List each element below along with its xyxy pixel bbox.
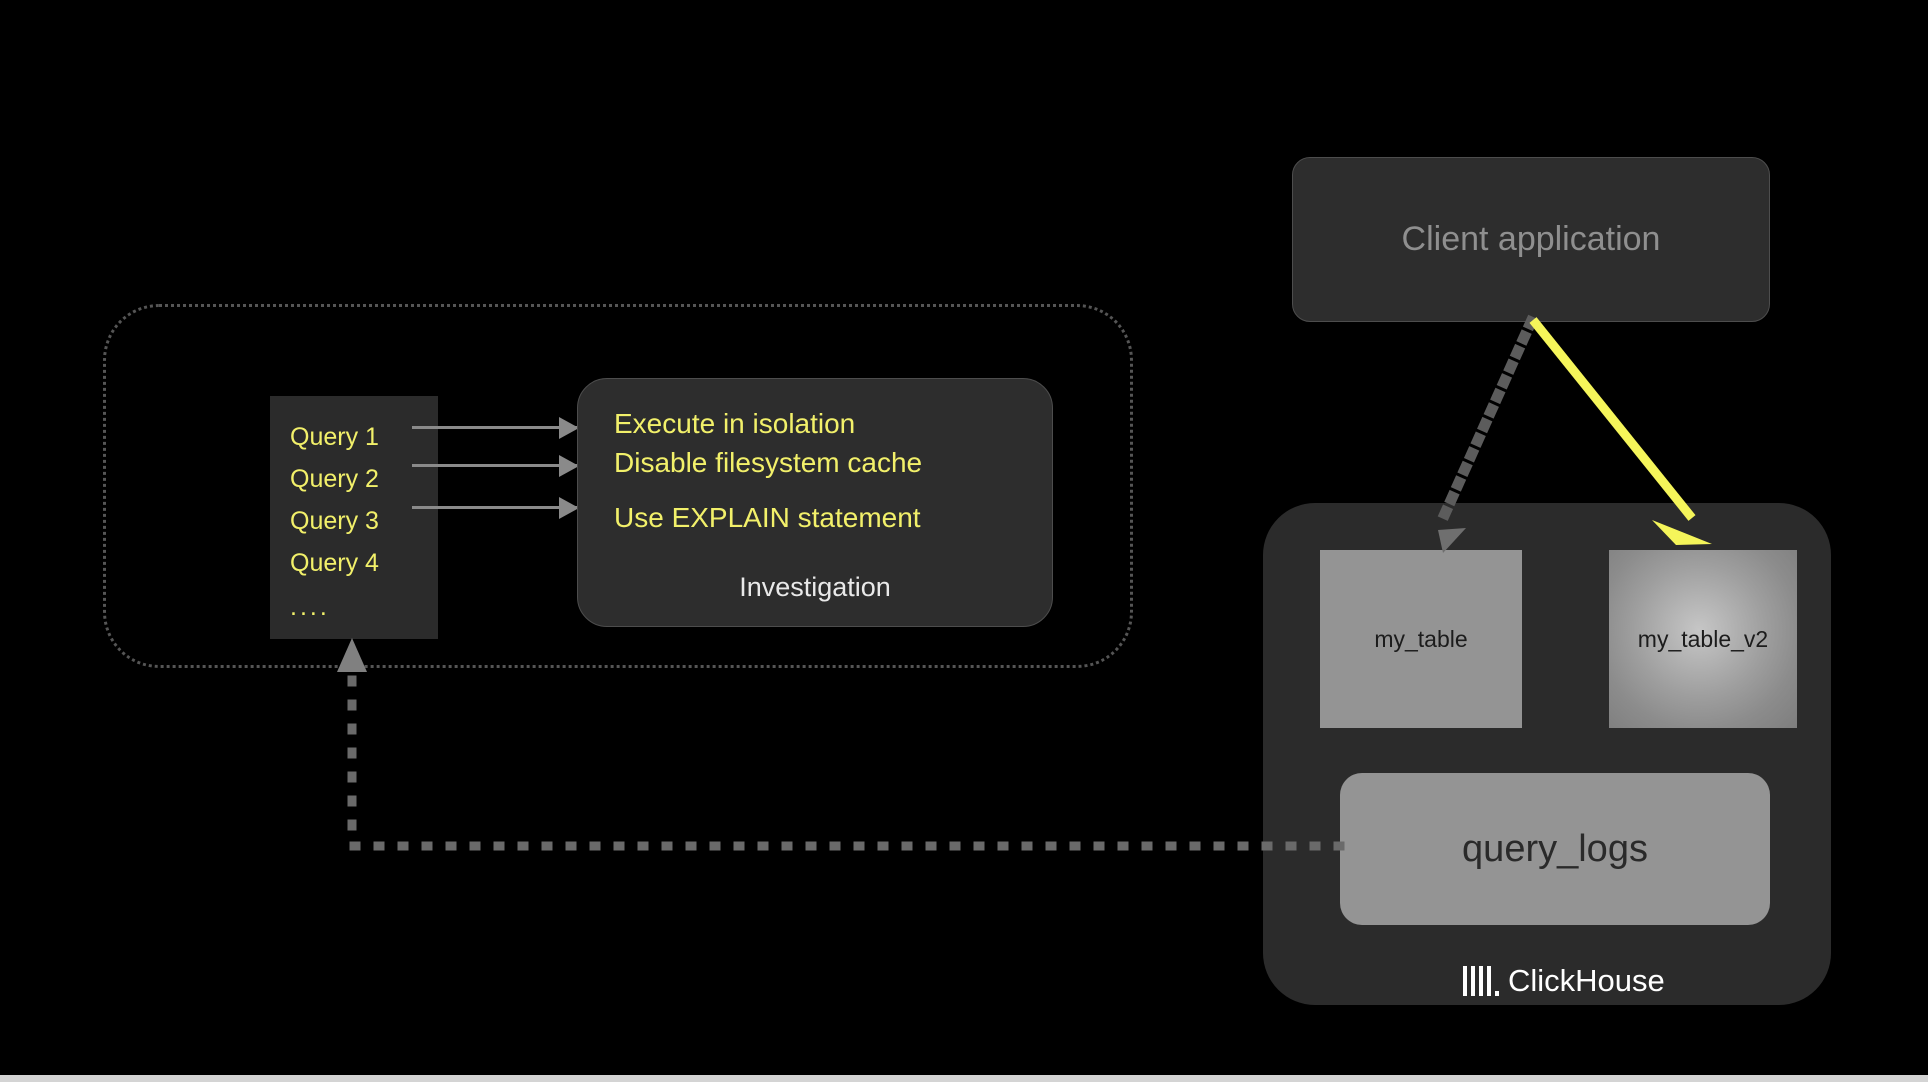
query-list-box: Query 1 Query 2 Query 3 Query 4 ....	[270, 396, 438, 639]
query-list-item: Query 3	[290, 507, 379, 535]
bottom-strip	[0, 1075, 1928, 1082]
arrow-query-logs-to-query-list	[337, 638, 1345, 851]
clickhouse-bars-icon	[1463, 966, 1499, 996]
query-logs-label: query_logs	[1462, 827, 1648, 870]
query-list-item: Query 4	[290, 549, 379, 577]
arrow-query2-to-investigation	[412, 464, 577, 467]
my-table-v2-box: my_table_v2	[1609, 550, 1797, 728]
query-list-item-ellipsis: ....	[290, 593, 330, 621]
client-application-label: Client application	[1401, 220, 1661, 258]
query-list-item: Query 1	[290, 423, 379, 451]
clickhouse-wordmark: ClickHouse	[1508, 963, 1665, 998]
query-list-item: Query 2	[290, 465, 379, 493]
my-table-box: my_table	[1320, 550, 1522, 728]
query-logs-box: query_logs	[1340, 773, 1770, 925]
clickhouse-logo: ClickHouse	[1463, 963, 1665, 999]
arrow-query1-to-investigation	[412, 426, 577, 429]
investigation-tip: Use EXPLAIN statement	[614, 502, 921, 533]
client-application-box: Client application	[1292, 157, 1770, 322]
investigation-tip: Disable filesystem cache	[614, 447, 923, 478]
investigation-caption: Investigation	[739, 572, 891, 602]
my-table-v2-label: my_table_v2	[1637, 625, 1769, 652]
my-table-label: my_table	[1374, 625, 1468, 652]
arrow-query3-to-investigation	[412, 506, 577, 509]
investigation-group-container	[103, 304, 1133, 668]
investigation-panel: Execute in isolation Disable filesystem …	[577, 378, 1053, 627]
investigation-tip: Execute in isolation	[614, 408, 856, 439]
